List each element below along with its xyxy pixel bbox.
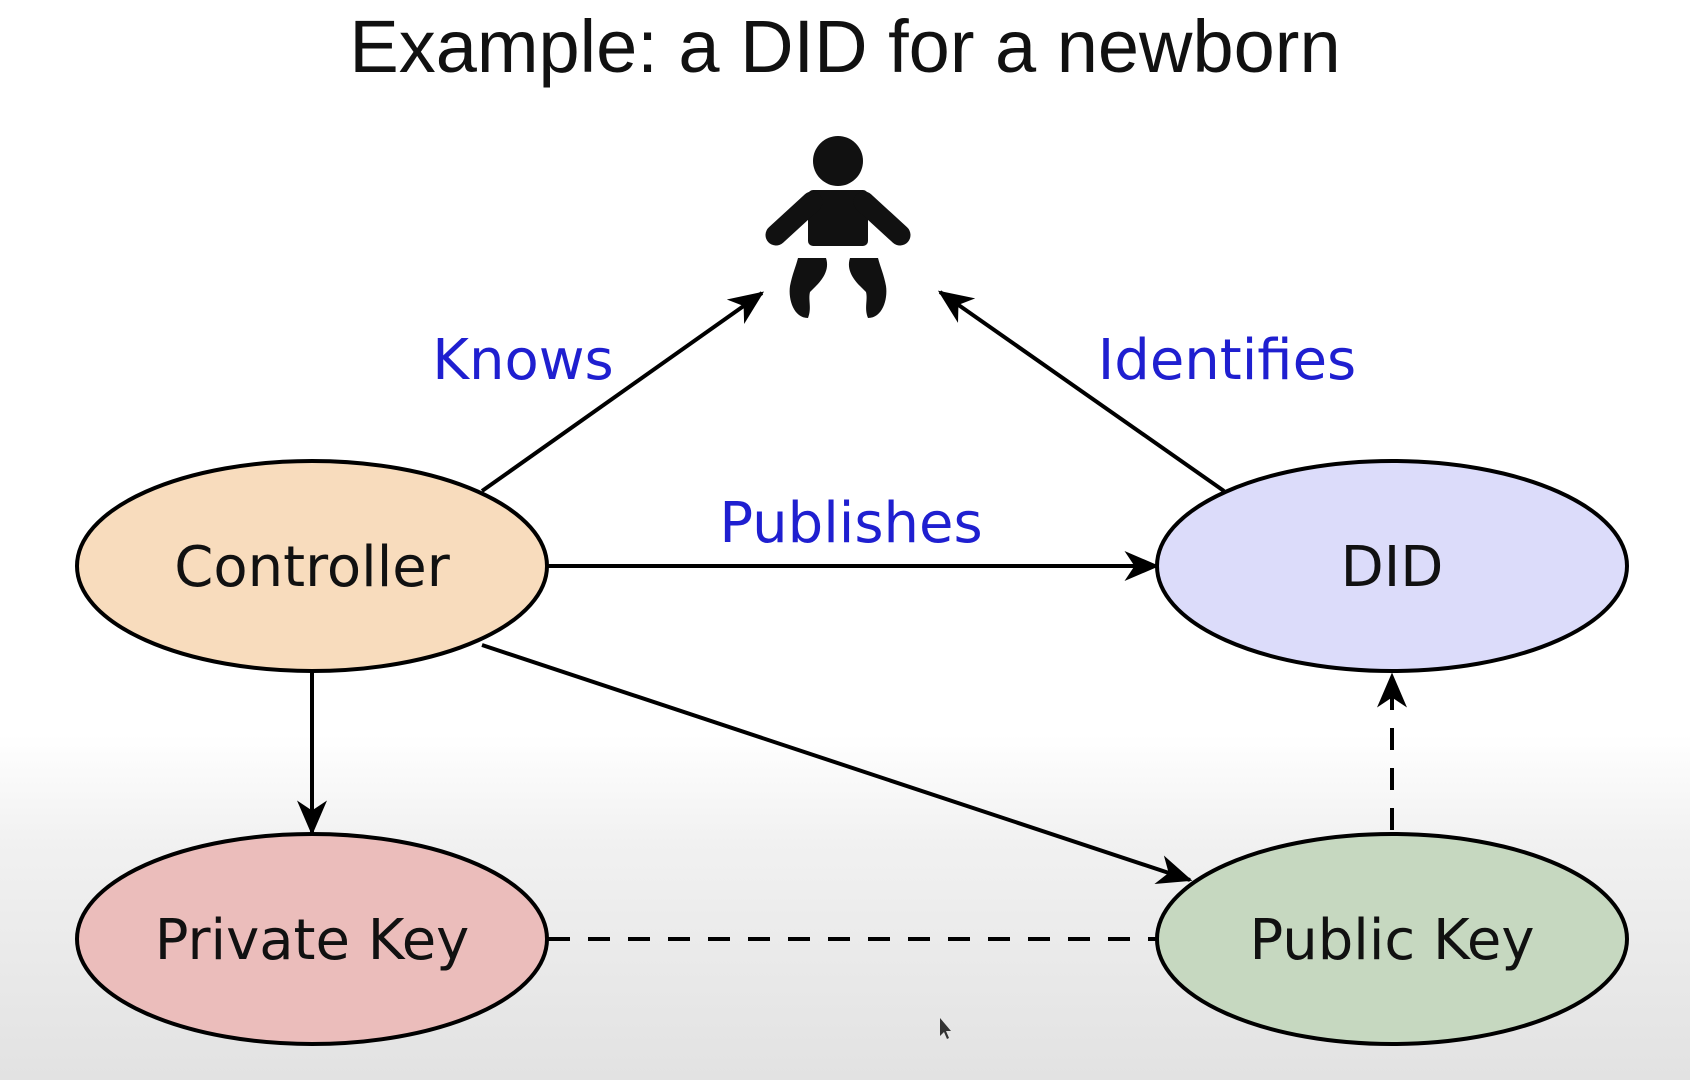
node-controller: Controller: [75, 459, 549, 673]
mouse-cursor-icon: [940, 1018, 951, 1039]
edge-identifies: [937, 290, 1226, 493]
node-did: DID: [1155, 459, 1629, 673]
node-public-key: Public Key: [1155, 832, 1629, 1046]
controller-label: Controller: [174, 535, 450, 600]
private-key-ellipse: [75, 832, 549, 1046]
slide-title: Example: a DID for a newborn: [349, 5, 1341, 88]
baby-icon: [765, 136, 911, 318]
knows-label: Knows: [432, 328, 613, 393]
public-key-ellipse: [1155, 832, 1629, 1046]
public-key-label: Public Key: [1249, 908, 1534, 973]
edge-knows: [480, 291, 765, 493]
private-key-label: Private Key: [155, 908, 470, 973]
identifies-label: Identifies: [1098, 328, 1356, 393]
controller-ellipse: [75, 459, 549, 673]
edge-controller-public-key: [481, 643, 1193, 884]
did-ellipse: [1155, 459, 1629, 673]
publishes-label: Publishes: [719, 491, 982, 556]
node-private-key: Private Key: [75, 832, 549, 1046]
did-label: DID: [1341, 535, 1444, 600]
